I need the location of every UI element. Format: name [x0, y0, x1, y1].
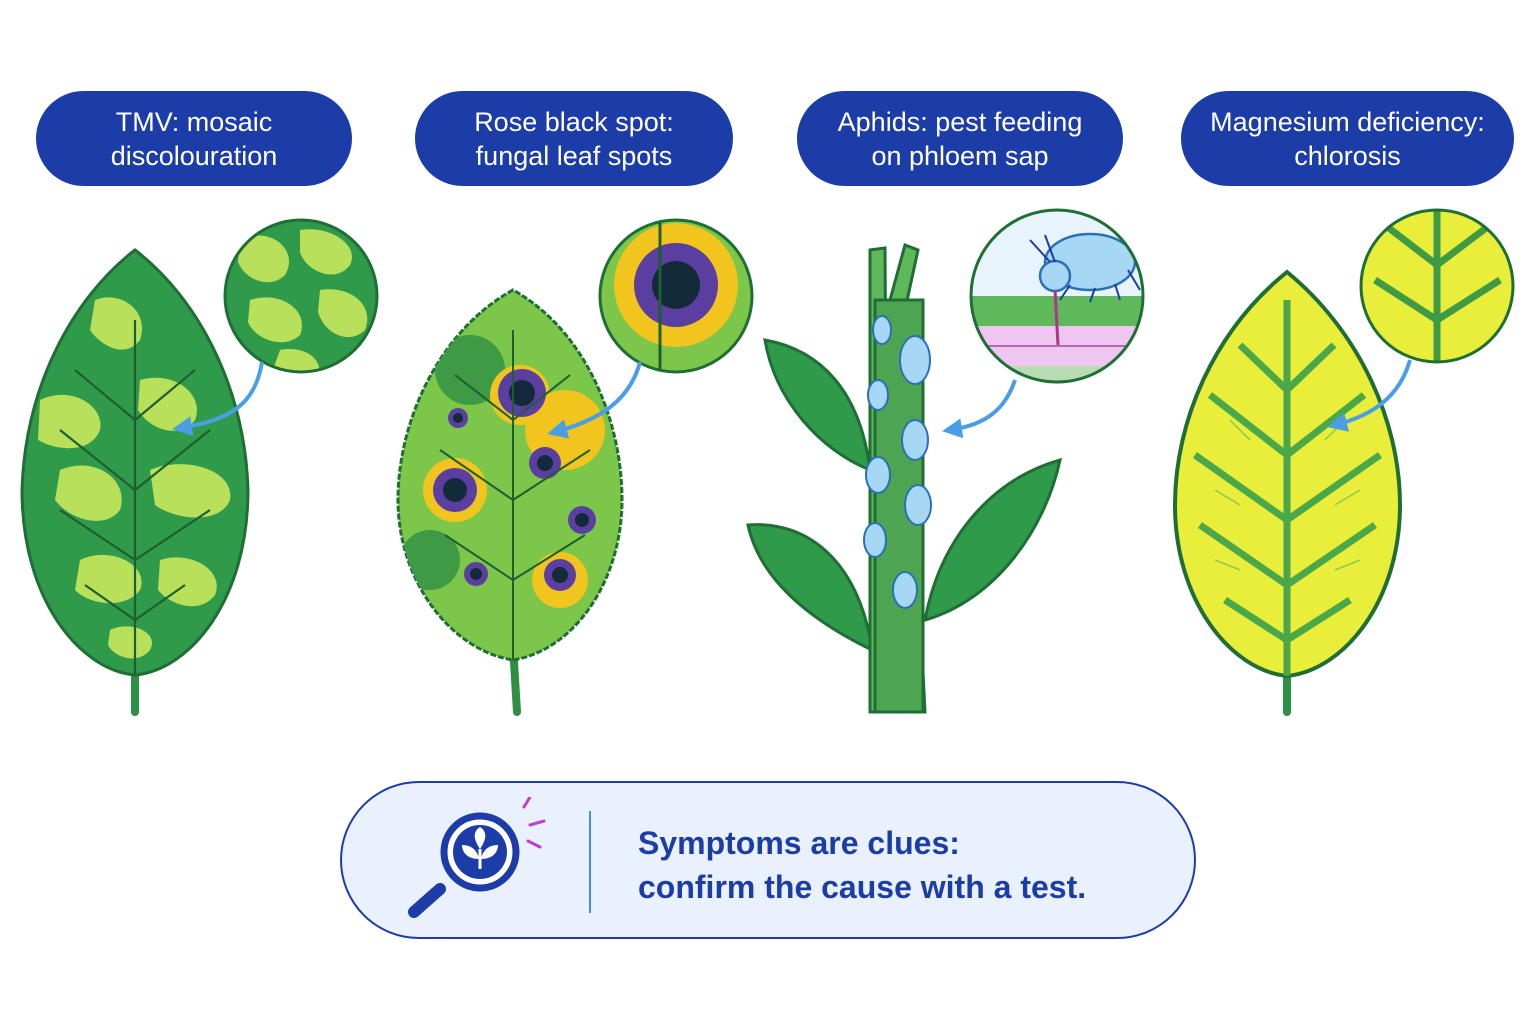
callout-box: Symptoms are clues: confirm the cause wi…: [340, 781, 1196, 939]
magnesium-arrow-icon: [1327, 359, 1412, 432]
label-tmv-text: TMV: mosaic discolouration: [110, 106, 278, 171]
aphid-zoom-circle: [971, 210, 1143, 382]
aphid-arrow-icon: [942, 379, 1017, 439]
tmv-leaf: [20, 218, 379, 716]
tmv-arrow-icon: [172, 361, 264, 436]
label-aphids-text: Aphids: pest feeding on phloem sap: [837, 106, 1083, 171]
magnesium-zoom-circle: [1361, 210, 1513, 362]
callout-line-2: confirm the cause with a test.: [638, 869, 1087, 905]
aphid-stem: [746, 208, 1145, 714]
callout-text: Symptoms are clues: confirm the cause wi…: [638, 821, 1178, 909]
tmv-zoom-circle: [225, 220, 377, 372]
magnifier-with-plant-icon: [408, 797, 546, 918]
magnesium-leaf: [1172, 208, 1515, 716]
aphid-cluster: [863, 315, 932, 609]
callout-divider: [589, 811, 591, 913]
callout-line-1: Symptoms are clues:: [638, 825, 960, 861]
black-spot-zoom-circle: [600, 220, 752, 372]
label-tmv: TMV: mosaic discolouration: [36, 91, 352, 186]
label-black-spot: Rose black spot: fungal leaf spots: [415, 91, 733, 186]
label-magnesium: Magnesium deficiency: chlorosis: [1181, 91, 1514, 186]
black-spot-leaf: [396, 218, 754, 716]
illustration-art: [20, 208, 1515, 716]
label-aphids: Aphids: pest feeding on phloem sap: [797, 91, 1123, 186]
black-spots: [433, 369, 596, 591]
label-black-spot-text: Rose black spot: fungal leaf spots: [474, 106, 674, 171]
black-spot-arrow-icon: [547, 361, 642, 439]
label-magnesium-text: Magnesium deficiency: chlorosis: [1210, 106, 1485, 171]
